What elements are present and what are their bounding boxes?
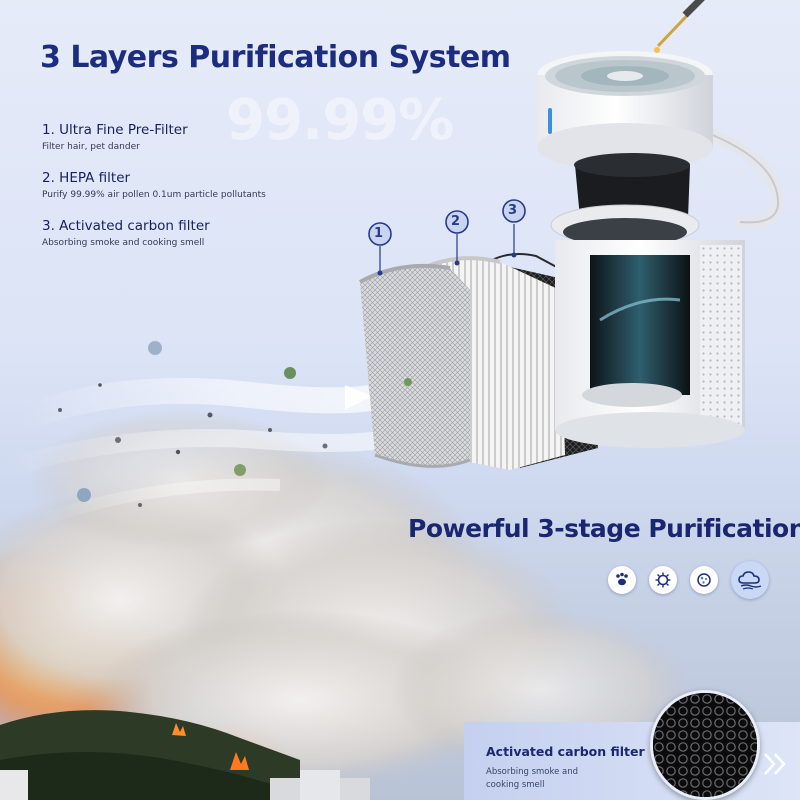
feature-icon-row [608, 561, 769, 599]
filter-marker-1: 1 [374, 226, 384, 241]
cloud-smoke-icon [731, 561, 769, 599]
filter-marker-3: 3 [508, 203, 518, 218]
filter-desc: Purify 99.99% air pollen 0.1um particle … [42, 190, 266, 200]
filter-desc: Filter hair, pet dander [42, 142, 140, 152]
section-title: Powerful 3-stage Purification [408, 514, 800, 543]
paw-print-icon [608, 566, 636, 594]
carbon-honeycomb-closeup [650, 690, 760, 800]
filter-list: 1. Ultra Fine Pre-Filter Filter hair, pe… [42, 122, 342, 266]
virus-icon [649, 566, 677, 594]
filter-item-prefilter: 1. Ultra Fine Pre-Filter Filter hair, pe… [42, 122, 342, 152]
filter-name: 1. Ultra Fine Pre-Filter [42, 122, 188, 138]
double-chevron-right-icon [760, 748, 792, 784]
filter-name: 2. HEPA filter [42, 170, 131, 186]
efficiency-watermark: 99.99% [226, 88, 454, 153]
filter-item-hepa: 2. HEPA filter Purify 99.99% air pollen … [42, 170, 342, 200]
filter-item-carbon: 3. Activated carbon filter Absorbing smo… [42, 218, 342, 248]
marker-1-group [368, 222, 392, 276]
filter-marker-2: 2 [451, 214, 461, 229]
mold-spore-icon [690, 566, 718, 594]
info-desc: Absorbing smoke and cooking smell [486, 767, 579, 790]
page-title: 3 Layers Purification System [40, 40, 511, 75]
filter-name: 3. Activated carbon filter [42, 218, 210, 234]
filter-desc: Absorbing smoke and cooking smell [42, 238, 205, 248]
info-title: Activated carbon filter [486, 744, 645, 759]
